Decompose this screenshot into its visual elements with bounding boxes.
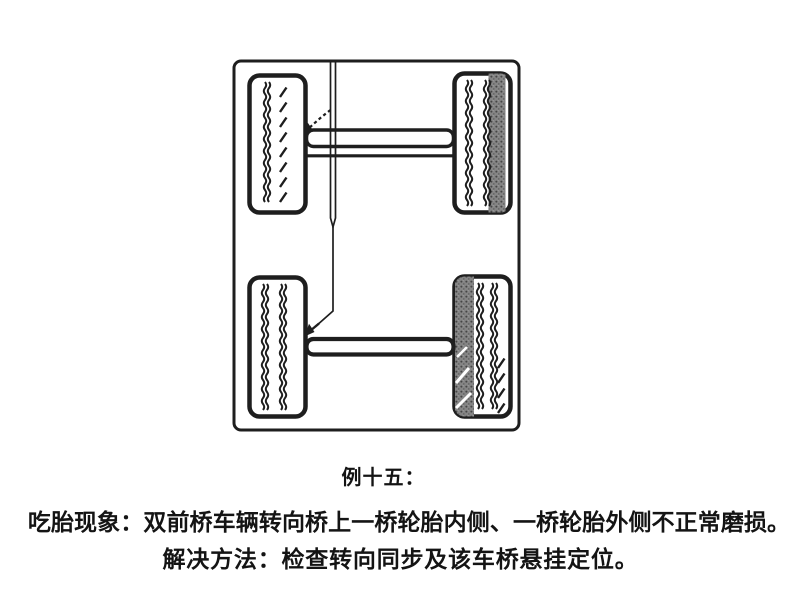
symptom-text: 吃胎现象：双前桥车辆转向桥上一桥轮胎内侧、一桥轮胎外侧不正常磨损。 — [27, 510, 791, 535]
tire-axle2-right — [452, 274, 513, 419]
arrowhead-axle2-icon — [304, 323, 315, 337]
arrowhead-axle1-icon — [303, 122, 314, 134]
tire-axle1-left — [247, 73, 308, 215]
axle2-beam — [304, 336, 456, 357]
pointer-line — [314, 227, 334, 328]
tread-dashes — [497, 357, 506, 414]
solution-text: 解决方法：检查转向同步及该车桥悬挂定位。 — [162, 547, 639, 572]
wear-band-slashes — [454, 346, 473, 410]
tire-axle1-right — [452, 71, 513, 215]
wear-band-inner-side — [455, 276, 474, 417]
wear-band-outer-side — [488, 73, 506, 213]
axle1-beam — [304, 128, 456, 149]
figure-caption: 例十五： — [341, 467, 426, 489]
tire-axle2-left — [247, 275, 308, 419]
tread-dashes — [279, 86, 288, 203]
